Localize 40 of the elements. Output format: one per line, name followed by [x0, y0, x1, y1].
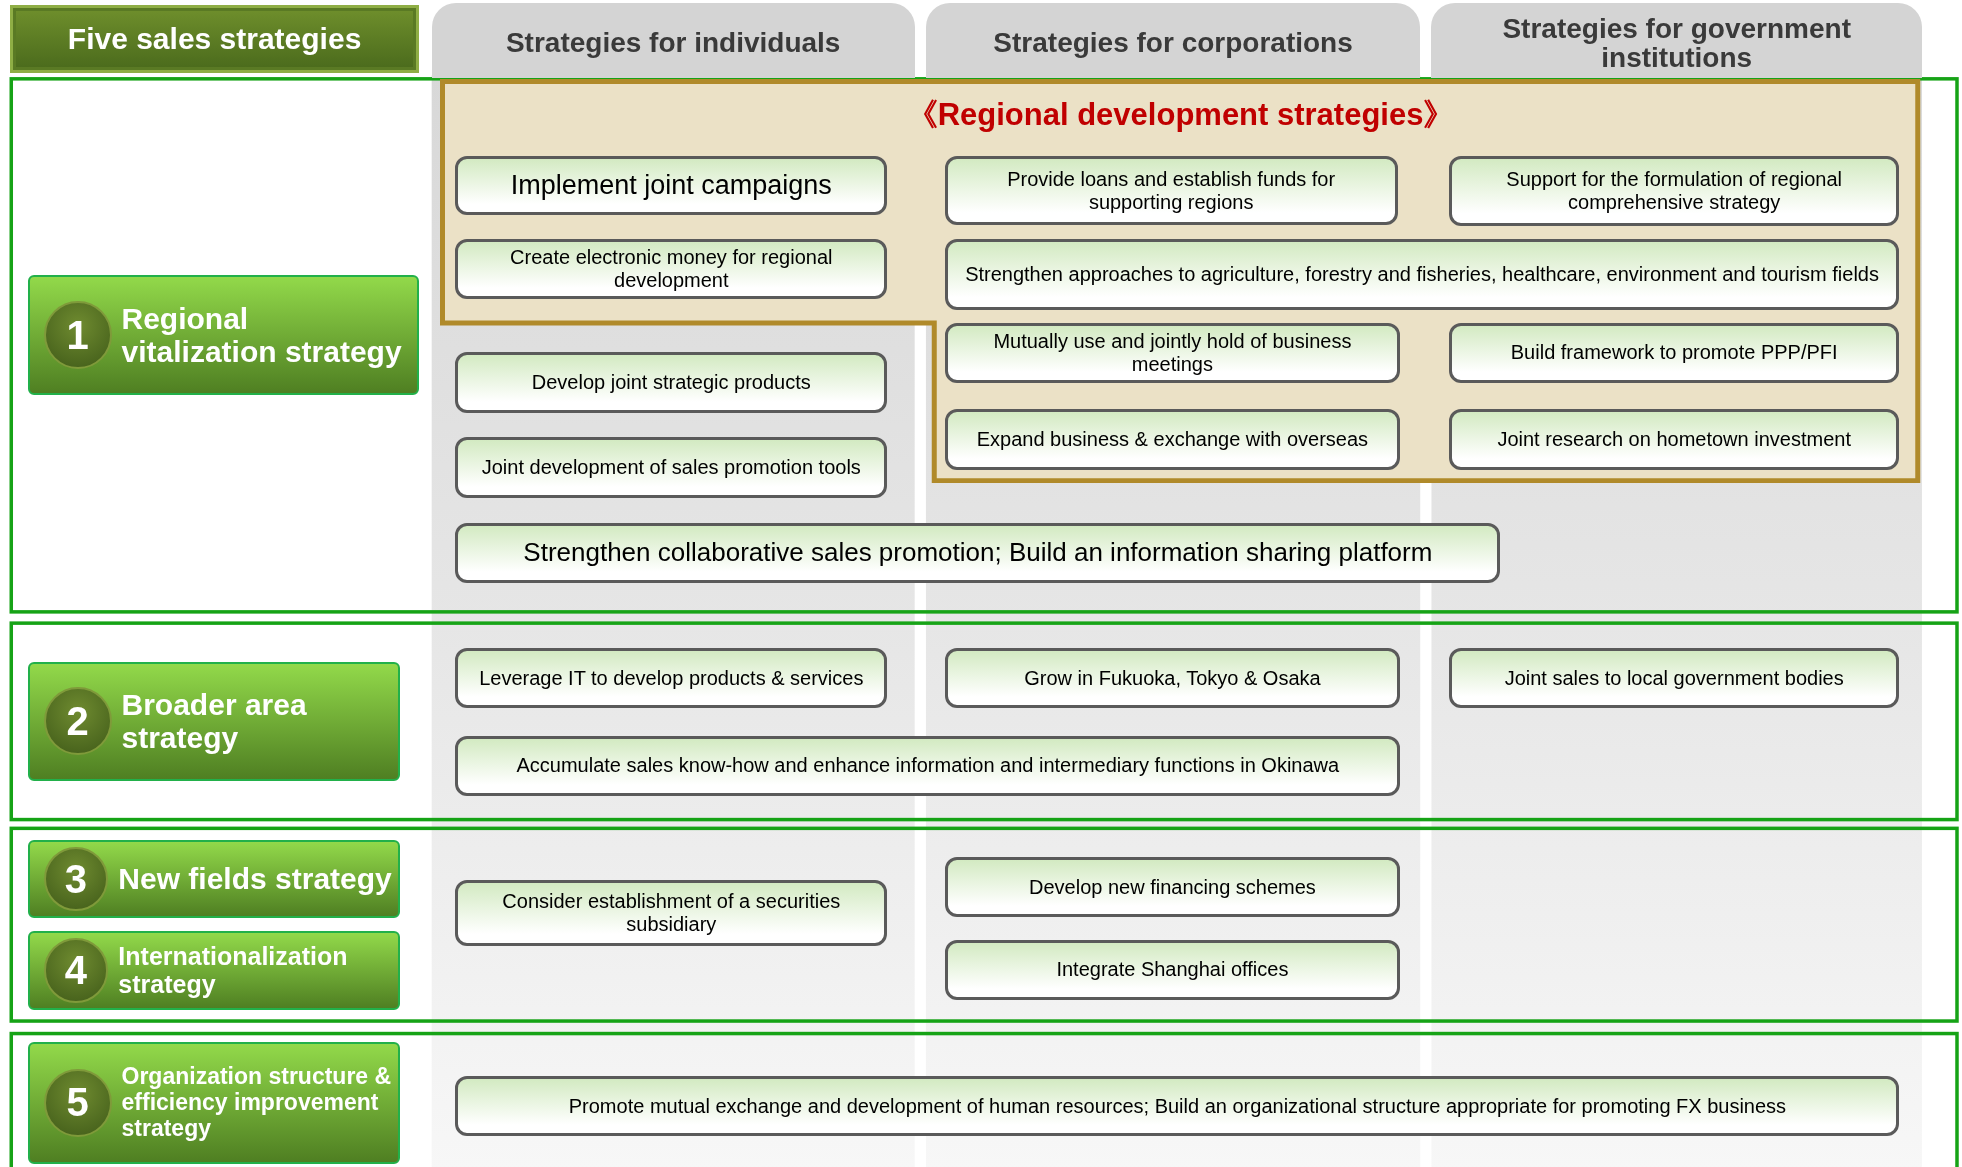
strategy-panel [27, 1042, 401, 1164]
measure-box: Provide loans and establish funds for supporting regions [944, 156, 1398, 226]
title-banner: Five sales strategies [10, 5, 420, 73]
strategy-panel [27, 839, 401, 919]
column-header: Strategies for corporations [925, 2, 1421, 78]
column-header: Strategies for government institutions [1431, 2, 1922, 78]
measure-box: Strengthen collaborative sales promotion; Build an information sharing platform [455, 523, 1501, 584]
measure-box: Expand business & exchange with overseas [944, 409, 1401, 471]
measure-box: Develop new financing schemes [944, 857, 1401, 918]
measure-box: Create electronic money for regional development [455, 239, 888, 300]
strategy-label: Organization structure & efficiency improvement strategy [121, 1064, 393, 1142]
measure-box: Strengthen approaches to agriculture, forestry and fisheries, healthcare, environment and tourism fields [944, 239, 1900, 311]
strategy-panel [27, 275, 420, 396]
measure-box: Implement joint campaigns [455, 156, 888, 216]
measure-box: Integrate Shanghai offices [944, 939, 1401, 1000]
measure-box: Mutually use and jointly hold of business meetings [944, 322, 1401, 383]
measure-box: Promote mutual exchange and development of human resources; Build an organizational structure appropriate for promoting FX business [455, 1076, 1900, 1137]
number-badge: 3 [43, 846, 109, 912]
strategy-label: Regional vitalization strategy [121, 301, 403, 369]
number-badge: 2 [43, 687, 112, 756]
strategy-panel [27, 930, 401, 1010]
strategy-label: Broader area strategy [121, 687, 308, 755]
number-badge: 4 [43, 937, 109, 1003]
measure-box: Develop joint strategic products [455, 351, 888, 413]
measure-box: Joint development of sales promotion tools [455, 436, 888, 498]
measure-box: Leverage IT to develop products & services [455, 648, 888, 709]
strategy-label: New fields strategy [118, 862, 392, 896]
measure-box: Joint sales to local government bodies [1448, 648, 1900, 709]
region-heading: 《Regional development strategies》 [906, 96, 1455, 132]
measure-box: Build framework to promote PPP/PFI [1448, 322, 1900, 383]
measure-box: Accumulate sales know-how and enhance information and intermediary functions in Okinawa [455, 735, 1401, 796]
strategy-panel [27, 661, 401, 781]
number-badge: 5 [43, 1069, 112, 1137]
measure-box: Joint research on hometown investment [1448, 409, 1900, 471]
measure-box: Consider establishment of a securities subsidiary [455, 879, 888, 946]
number-badge: 1 [43, 301, 112, 370]
column-header: Strategies for individuals [431, 2, 915, 78]
strategy-label: Internationalization strategy [118, 942, 349, 999]
measure-box: Support for the formulation of regional comprehensive strategy [1448, 156, 1900, 227]
measure-box: Grow in Fukuoka, Tokyo & Osaka [944, 648, 1401, 709]
